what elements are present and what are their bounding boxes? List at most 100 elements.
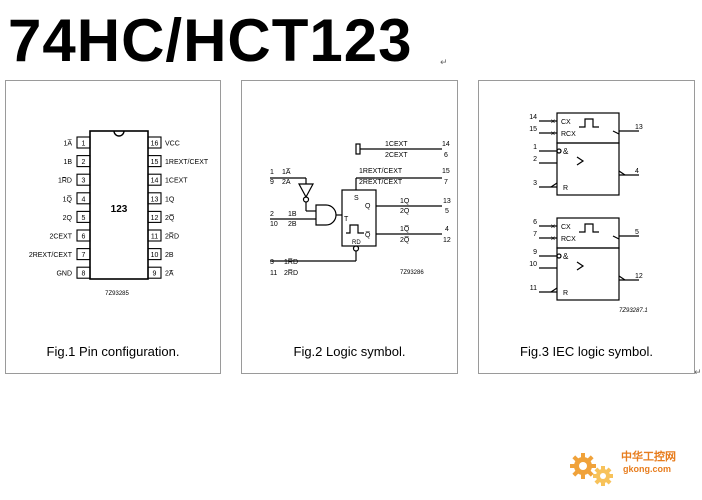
- inverter-triangle: [297, 183, 315, 199]
- rcx-pin-num: 7: [533, 231, 537, 238]
- in-r-label2: 2R̅D: [284, 269, 298, 277]
- logic-text: 1A̅ 2A̅ 1 9 1B 2B 2 10 1R̅D 2R̅D 3 11 S …: [270, 141, 451, 277]
- and-label: &: [563, 147, 569, 156]
- pin-number: 11: [151, 234, 158, 241]
- fig1-code: 7Z93285: [105, 291, 129, 297]
- cx-label: CX: [561, 224, 571, 231]
- box-q: Q: [365, 203, 371, 210]
- fig3-caption: Fig.3 IEC logic symbol.: [520, 344, 653, 359]
- r-pin-num: 3: [533, 180, 537, 187]
- pin-box: [76, 136, 91, 149]
- iec-control-box: [556, 112, 620, 144]
- pin-number: 8: [82, 271, 86, 278]
- in-a-num2: 9: [270, 179, 274, 186]
- pin-number: 14: [151, 178, 159, 185]
- in-b-label: 1B: [288, 211, 297, 218]
- fig2-code: 7Z93286: [400, 270, 424, 276]
- pin-box: [147, 266, 162, 279]
- top-num-3: 15: [442, 168, 450, 175]
- pin-box: [147, 155, 162, 168]
- in-r-label: 1R̅D: [284, 258, 298, 266]
- box-t: T: [344, 216, 349, 223]
- pin-number: 12: [151, 215, 159, 222]
- in-r-num2: 11: [270, 270, 277, 277]
- reset-bubble: [352, 245, 360, 252]
- pin-number: 2: [82, 159, 86, 166]
- paragraph-mark: ↵: [440, 58, 448, 68]
- schmitt-icon: [576, 261, 585, 271]
- x-mark: ×: [551, 222, 556, 231]
- rcx-pin-num: 15: [529, 126, 537, 133]
- q-pin-num: 13: [635, 124, 643, 131]
- box-s: S: [354, 195, 359, 202]
- chip-notch: [113, 130, 125, 137]
- in-b-num1: 2: [270, 211, 274, 218]
- pin-number: 9: [153, 271, 157, 278]
- in1-pin-num: 9: [533, 249, 537, 256]
- top-label-1: 1CEXT: [385, 141, 408, 148]
- in-b-label2: 2B: [288, 221, 297, 228]
- end-mark: ↵: [694, 368, 702, 378]
- out-label-4: 2Q̅: [400, 236, 410, 244]
- top-label-4: 2REXT/CEXT: [359, 179, 403, 186]
- pin-name: 1REXT/CEXT: [165, 159, 209, 166]
- pin-box: [76, 173, 91, 186]
- box-qbar: Q̅: [365, 231, 371, 239]
- iec-main-box: [556, 142, 620, 196]
- pin-box: [147, 173, 162, 186]
- fig1-caption: Fig.1 Pin configuration.: [46, 344, 180, 359]
- pin-box: [76, 266, 91, 279]
- pin-box: [147, 136, 162, 149]
- in-a-label2: 2A̅: [282, 178, 291, 186]
- out-num-1: 13: [443, 198, 451, 205]
- top-num-1: 14: [442, 141, 450, 148]
- cx-pin-num: 14: [529, 114, 537, 121]
- pin-name: 2REXT/CEXT: [29, 252, 73, 259]
- and-label: &: [563, 252, 569, 261]
- pin-box: [147, 210, 162, 223]
- box-rd: RD: [352, 240, 361, 246]
- x-mark: ×: [551, 234, 556, 243]
- in-r-num1: 3: [270, 259, 274, 266]
- pin-name: 2Q: [63, 215, 73, 222]
- pin-number: 10: [151, 252, 159, 259]
- r-label: R: [563, 290, 568, 297]
- schmitt-icon: [576, 156, 585, 166]
- pin-box: [147, 192, 162, 205]
- and-gate: [315, 204, 337, 226]
- pin-number: 16: [151, 141, 159, 148]
- pin-number: 13: [151, 196, 159, 203]
- fig2-panel: 1A̅ 2A̅ 1 9 1B 2B 2 10 1R̅D 2R̅D 3 11 S …: [241, 80, 458, 374]
- pin-number: 4: [82, 196, 86, 203]
- in2-pin-num: 10: [529, 261, 537, 268]
- out-num-2: 5: [445, 208, 449, 215]
- cx-label: CX: [561, 119, 571, 126]
- top-num-4: 7: [444, 179, 448, 186]
- watermark: 中华工控网 gkong.com: [565, 444, 700, 494]
- pin-box: [147, 248, 162, 261]
- fig2-caption: Fig.2 Logic symbol.: [293, 344, 406, 359]
- x-mark: ×: [551, 117, 556, 126]
- q-pin-num: 5: [635, 229, 639, 236]
- pin-configuration-diagram: 123 11A̅21B31R̅D41Q̅52Q62CEXT72REXT/CEXT…: [29, 130, 209, 297]
- pin-number: 7: [82, 252, 86, 259]
- r-pin-num: 11: [530, 285, 537, 292]
- gear-icon: [570, 453, 613, 486]
- logic-wires: [270, 143, 442, 262]
- rcx-label: RCX: [561, 236, 576, 243]
- out-label-2: 2Q: [400, 208, 410, 215]
- pulse-icon: [579, 223, 599, 233]
- in-b-num2: 10: [270, 221, 278, 228]
- top-label-3: 1REXT/CEXT: [359, 168, 403, 175]
- top-label-2: 2CEXT: [385, 152, 408, 159]
- r-label: R: [563, 185, 568, 192]
- pin-box: [76, 192, 91, 205]
- page-title: 74HC/HCT123: [8, 7, 413, 74]
- top-num-2: 6: [444, 152, 448, 159]
- qn-pin-num: 12: [635, 273, 643, 280]
